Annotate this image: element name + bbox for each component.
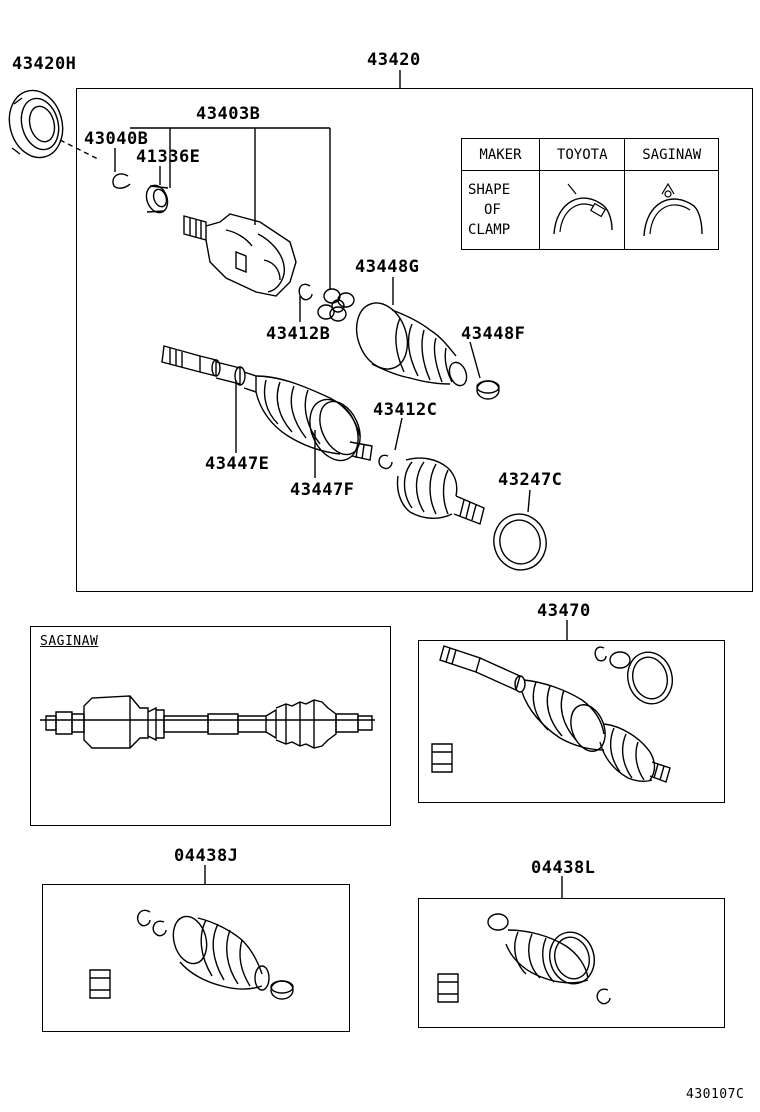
saginaw-clamp-icon (643, 182, 703, 237)
outer-boot-43447F (256, 376, 372, 468)
toyota-clamp-icon (553, 183, 613, 235)
part-label-43447E: 43447E (205, 454, 270, 474)
table-row-label-shape-of-clamp: SHAPE OF CLAMP (461, 170, 540, 250)
row-label-line1: SHAPE (468, 182, 511, 198)
saginaw-frame (30, 626, 391, 826)
part-label-43412C: 43412C (373, 400, 438, 420)
part-label-43403B: 43403B (196, 104, 261, 124)
row-label-line2: OF (484, 202, 501, 218)
kit-04438L-frame (418, 898, 725, 1028)
part-label-43420H: 43420H (12, 54, 77, 74)
table-header-toyota: TOYOTA (538, 138, 626, 171)
clamp-43448F (477, 381, 499, 399)
shaft-43447E (162, 346, 256, 392)
part-label-43247C: 43247C (498, 470, 563, 490)
kit-04438J-frame (42, 884, 350, 1032)
part-label-43447F: 43447F (290, 480, 355, 500)
kit-04438L-parts (438, 914, 610, 1004)
part-label-04438L: 04438L (531, 858, 596, 878)
kit-43470-frame (418, 640, 725, 803)
part-label-04438J: 04438J (174, 846, 239, 866)
ring-41336E (143, 182, 171, 215)
kit-43470-parts (432, 646, 678, 782)
part-label-43040B: 43040B (84, 129, 149, 149)
snap-ring-43040B (113, 174, 130, 188)
oil-seal-43420H (2, 84, 70, 163)
clamp-ring-43247C (488, 508, 553, 576)
inboard-boot (398, 458, 485, 524)
ring-43412C (379, 455, 392, 468)
clamp-shape-table: MAKER TOYOTA SAGINAW SHAPE OF CLAMP (461, 138, 719, 250)
saginaw-shaft (40, 696, 375, 748)
inner-boot (348, 296, 470, 388)
part-label-43470: 43470 (537, 601, 591, 621)
saginaw-box-title: SAGINAW (40, 634, 99, 649)
table-header-maker: MAKER (461, 138, 540, 171)
part-label-43448G: 43448G (355, 257, 420, 277)
outboard-joint-43403B (184, 214, 296, 296)
part-label-43448F: 43448F (461, 324, 526, 344)
part-label-41336E: 41336E (136, 147, 201, 167)
kit-04438J-parts (90, 910, 293, 999)
leader-lines (60, 70, 567, 898)
main-assembly-frame (76, 88, 753, 592)
tripod-43448G (318, 289, 354, 321)
part-label-43412B: 43412B (266, 324, 331, 344)
saginaw-clamp-cell (624, 170, 719, 250)
figure-code: 430107C (686, 1087, 745, 1102)
ring-43412B (299, 284, 312, 299)
part-label-43420: 43420 (367, 50, 421, 70)
row-label-line3: CLAMP (468, 222, 511, 238)
toyota-clamp-cell (538, 170, 626, 250)
